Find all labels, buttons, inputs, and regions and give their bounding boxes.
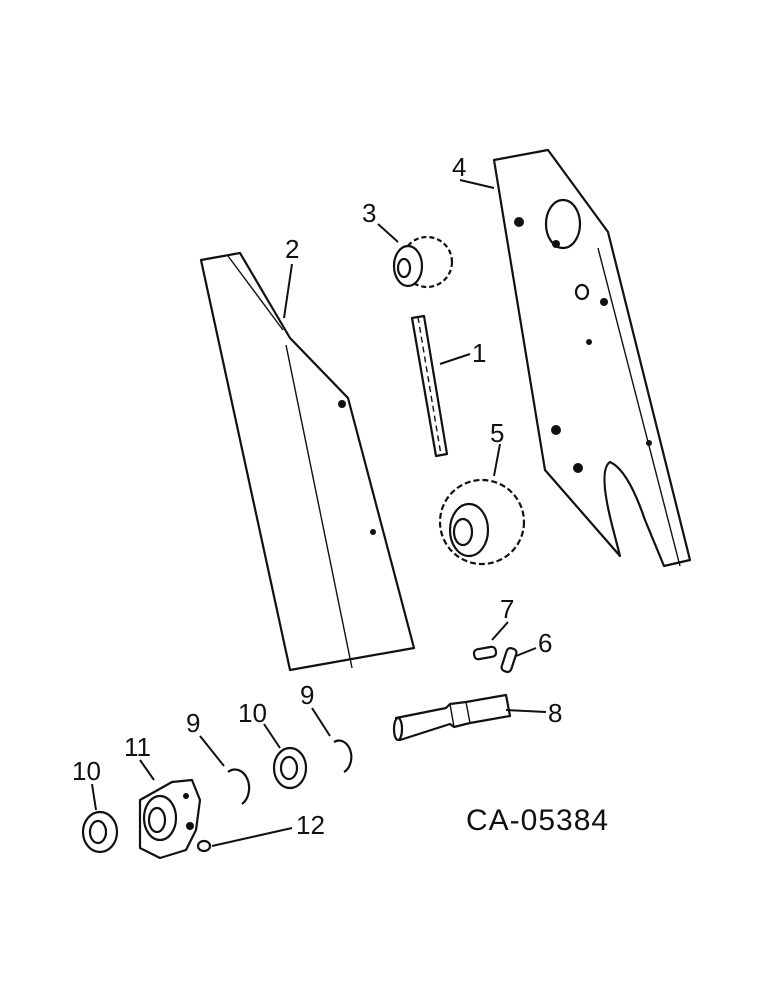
flange-housing <box>138 778 202 860</box>
small-sprocket <box>392 235 454 289</box>
callout-4: 4 <box>452 152 466 182</box>
callout-1: 1 <box>472 338 486 368</box>
chain-shield <box>199 251 416 672</box>
callout-11: 11 <box>124 732 151 762</box>
callout-5: 5 <box>490 418 504 448</box>
callout-3: 3 <box>362 198 376 228</box>
grease-fitting <box>196 839 212 853</box>
mounting-plate <box>492 148 692 568</box>
callout-7: 7 <box>500 594 514 624</box>
bearing-middle <box>272 746 308 790</box>
roller-chain <box>410 314 449 458</box>
callout-9-left: 9 <box>186 708 200 738</box>
callout-9-right: 9 <box>300 680 314 710</box>
large-sprocket <box>438 478 526 566</box>
snap-ring-right <box>333 739 353 773</box>
bearing-left <box>81 810 119 854</box>
callout-10-middle: 10 <box>238 698 267 728</box>
leader-lines <box>91 179 547 847</box>
drawing-code: CA-05384 <box>466 804 609 837</box>
snap-ring-left <box>227 768 251 805</box>
callout-10-left: 10 <box>72 756 101 786</box>
pin-left <box>472 645 498 661</box>
pin-right <box>500 646 518 674</box>
callout-8: 8 <box>548 698 562 728</box>
callout-2: 2 <box>285 234 299 264</box>
splined-shaft <box>392 693 512 742</box>
callout-12: 12 <box>296 810 325 840</box>
callout-6: 6 <box>538 628 552 658</box>
